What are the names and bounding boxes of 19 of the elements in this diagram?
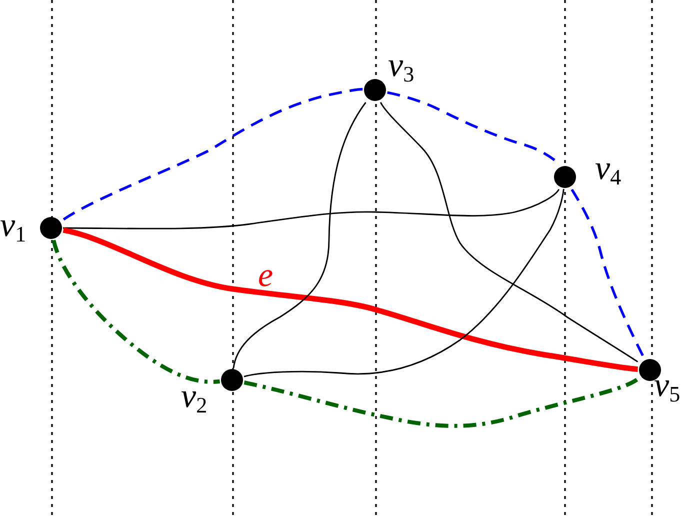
- vertex-label: v$_{1}$: [0, 209, 26, 243]
- vertex-label: v$_{3}$: [388, 49, 414, 83]
- curved-edge: [244, 188, 564, 378]
- vertex-dot: [40, 217, 62, 239]
- vertex-label: v$_{2}$: [181, 380, 208, 414]
- vertex-dot: [554, 166, 576, 188]
- vertex-label: v$_{5}$: [654, 369, 680, 403]
- vertex-dot: [364, 79, 386, 101]
- curved-edge: [244, 378, 638, 428]
- vertex-dot: [639, 359, 661, 381]
- curved-edge: [62, 227, 638, 372]
- curved-edge: [63, 188, 560, 230]
- curved-edge: [52, 240, 220, 384]
- curved-edge: [570, 188, 645, 358]
- curved-edge: [380, 102, 638, 362]
- curved-edge: [232, 102, 366, 368]
- vertex-label: v$_{4}$: [595, 152, 622, 186]
- curved-edge: [62, 88, 364, 220]
- vertex-dot: [221, 369, 243, 391]
